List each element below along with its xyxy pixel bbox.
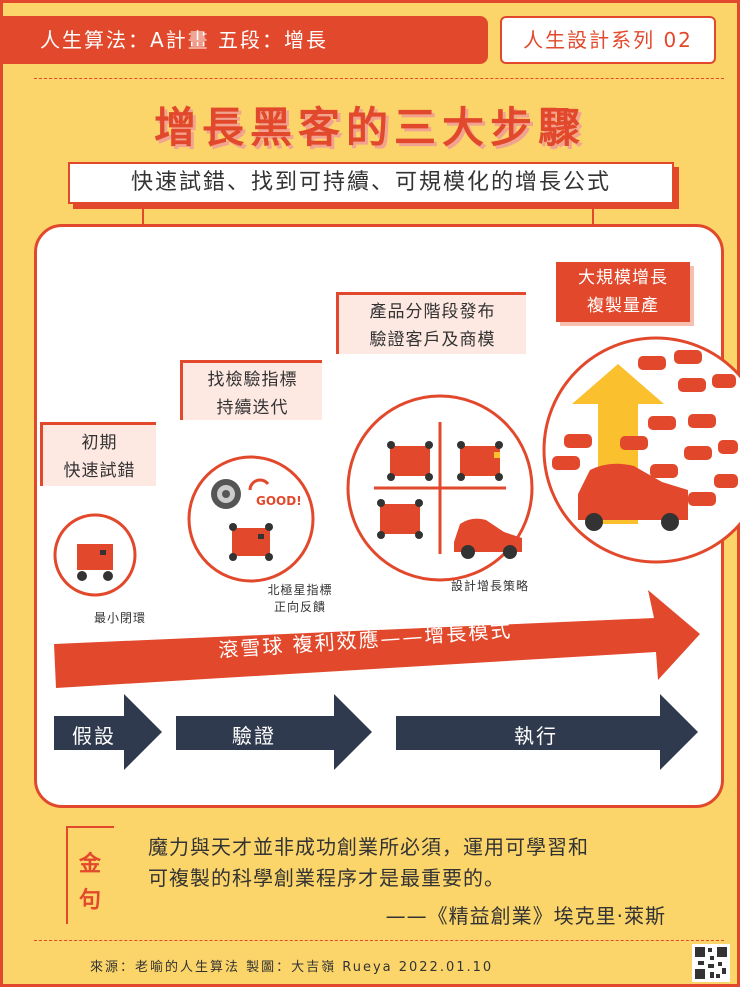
quote-label-char-2: 句 <box>78 888 101 913</box>
stage-label-2-line2: 持續迭代 <box>216 398 289 418</box>
header-series-number: 人生設計系列 02 <box>500 16 716 64</box>
quote-line-1: 魔力與天才並非成功創業所必須，運用可學習和 <box>148 835 589 859</box>
stage-label-1-line2: 快速試錯 <box>63 461 136 481</box>
stage-caption-2-line2: 正向反饋 <box>273 600 326 614</box>
stage-label-1: 初期 快速試錯 <box>40 422 156 486</box>
stage-label-2-line1: 找檢驗指標 <box>207 370 298 390</box>
stage-illustration-3 <box>346 394 534 582</box>
stage-label-1-line1: 初期 <box>81 433 118 453</box>
page-title: 增長黑客的三大步驟 <box>153 103 586 152</box>
qr-code-icon <box>692 944 730 982</box>
phase-label-1: 假設 <box>72 724 116 748</box>
stage-label-3-line1: 產品分階段發布 <box>369 302 496 322</box>
connector-left <box>142 206 144 232</box>
phase-arrow-3 <box>396 694 698 770</box>
good-text: GOOD! <box>256 494 302 508</box>
stage-label-4-line1: 大規模增長 <box>578 268 668 288</box>
stage-label-4: 大規模增長 複製量產 <box>556 262 690 322</box>
stage-label-4-line2: 複製量產 <box>587 296 659 316</box>
stage-illustration-4 <box>542 336 740 564</box>
stage-label-3-line2: 驗證客戶及商模 <box>369 330 496 350</box>
phase-arrow-2 <box>176 694 372 770</box>
stage-label-3: 產品分階段發布 驗證客戶及商模 <box>336 292 526 354</box>
quote-label-char-1: 金 <box>78 852 101 877</box>
phase-label-2: 驗證 <box>232 724 276 748</box>
stage-caption-2-line1: 北極星指標 <box>267 583 333 597</box>
snowball-arrow <box>54 590 700 688</box>
phase-arrow-1 <box>54 694 162 770</box>
stage-caption-1: 最小閉環 <box>93 611 146 625</box>
divider-top <box>34 78 724 79</box>
footer-credits: 來源：老喻的人生算法 製圖：大吉嶺 Rueya 2022.01.10 <box>90 960 494 975</box>
quote-label-box <box>66 826 114 924</box>
header-series-title: 人生算法：A計畫 五段：增長 <box>0 16 488 64</box>
connector-right <box>592 206 594 232</box>
phase-label-3: 執行 <box>514 724 558 748</box>
page-subtitle: 快速試錯、找到可持續、可規模化的增長公式 <box>68 162 674 204</box>
stage-caption-2: 北極星指標 正向反饋 <box>240 582 360 616</box>
quote-source: ——《精益創業》埃克里·萊斯 <box>385 904 666 928</box>
stage-caption-3: 設計增長策略 <box>450 579 529 593</box>
quote-line-2: 可複製的科學創業程序才是最重要的。 <box>148 866 505 890</box>
stage-illustration-2 <box>187 455 315 583</box>
divider-bottom <box>34 940 724 941</box>
quote-text: 魔力與天才並非成功創業所必須，運用可學習和 可複製的科學創業程序才是最重要的。 <box>148 832 708 894</box>
stage-label-2: 找檢驗指標 持續迭代 <box>180 360 322 420</box>
stage-illustration-1 <box>53 513 137 597</box>
